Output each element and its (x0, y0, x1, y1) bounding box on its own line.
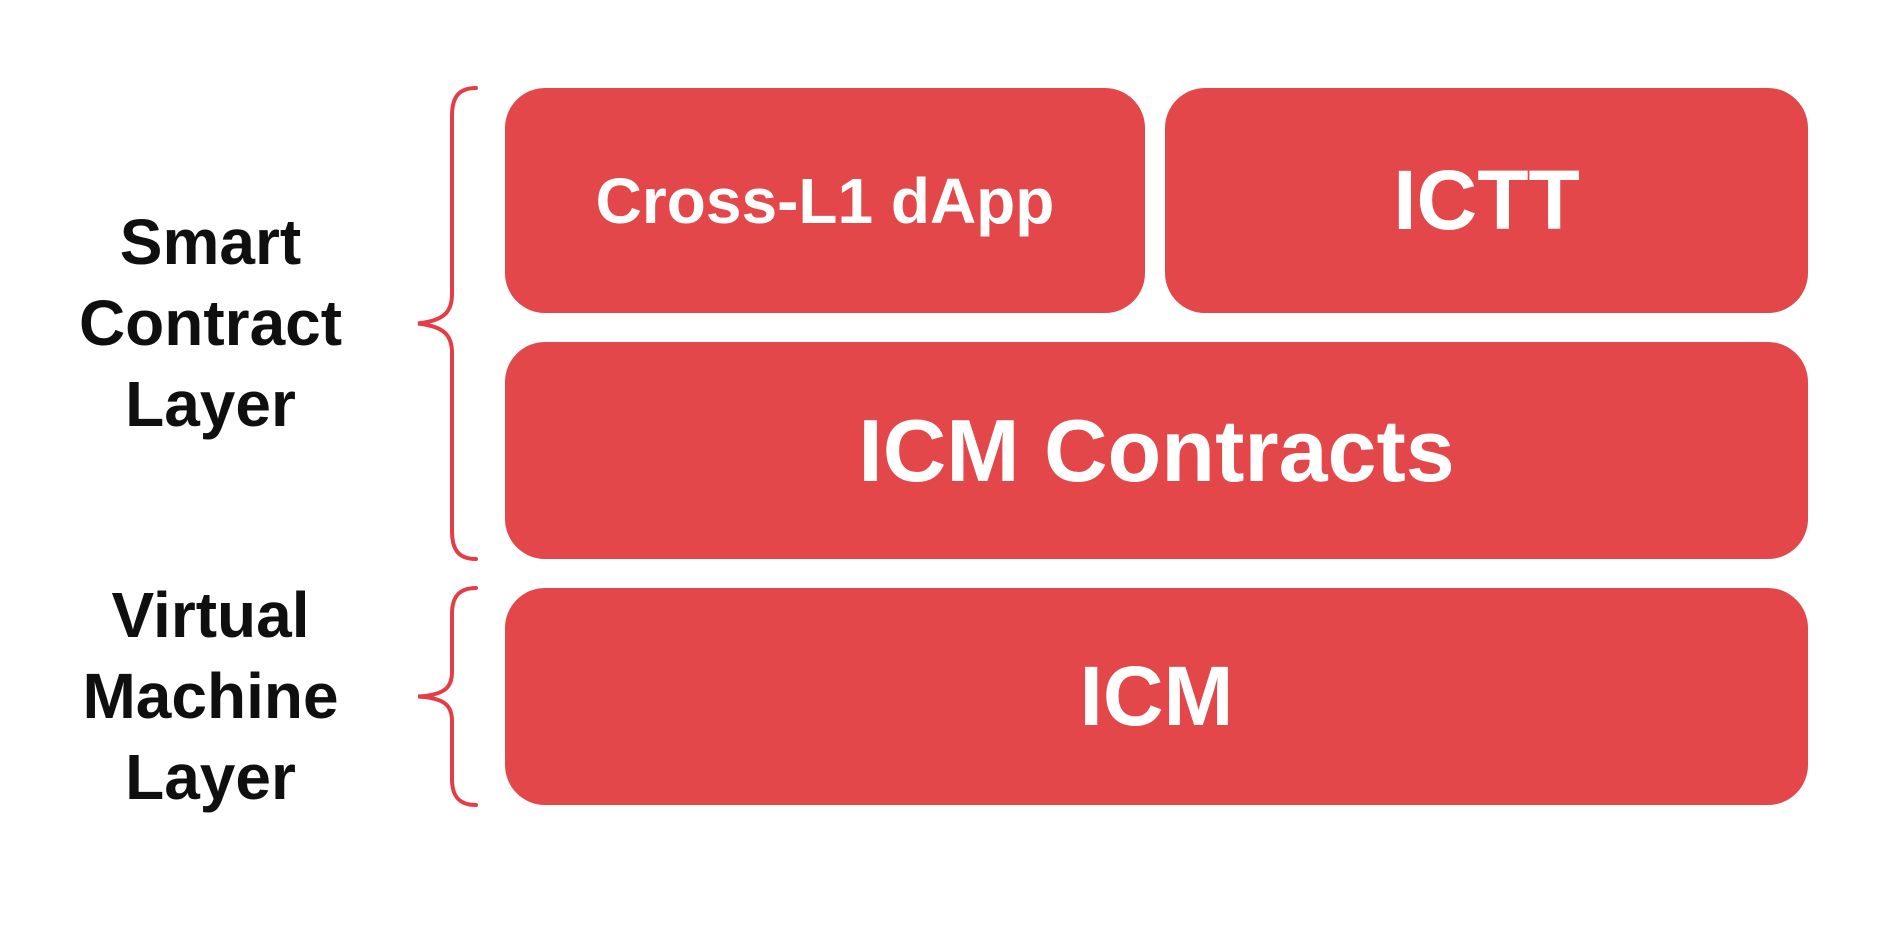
virtual-machine-layer-label-line: Machine (82, 660, 339, 732)
icm-box: ICM (505, 588, 1808, 805)
virtual-machine-layer-label-line: Virtual (111, 579, 310, 651)
cross-l1-dapp-box-label: Cross-L1 dApp (595, 164, 1055, 237)
icm-contracts-box: ICM Contracts (505, 342, 1808, 559)
icm-box-label: ICM (1079, 649, 1234, 743)
smart-contract-layer-label: Smart Contract Layer (38, 88, 383, 559)
virtual-machine-layer-brace-icon (408, 586, 484, 807)
virtual-machine-layer-label-line: Layer (125, 741, 296, 813)
ictt-box: ICTT (1165, 88, 1808, 313)
icm-contracts-box-label: ICM Contracts (858, 400, 1455, 500)
smart-contract-layer-label-line: Layer (125, 368, 296, 440)
smart-contract-layer-label-line: Contract (78, 287, 343, 359)
cross-l1-dapp-box: Cross-L1 dApp (505, 88, 1145, 313)
ictt-box-label: ICTT (1393, 153, 1580, 247)
smart-contract-layer-label-line: Smart (119, 206, 302, 278)
virtual-machine-layer-label: Virtual Machine Layer (38, 579, 383, 813)
smart-contract-layer-brace-icon (408, 86, 484, 561)
